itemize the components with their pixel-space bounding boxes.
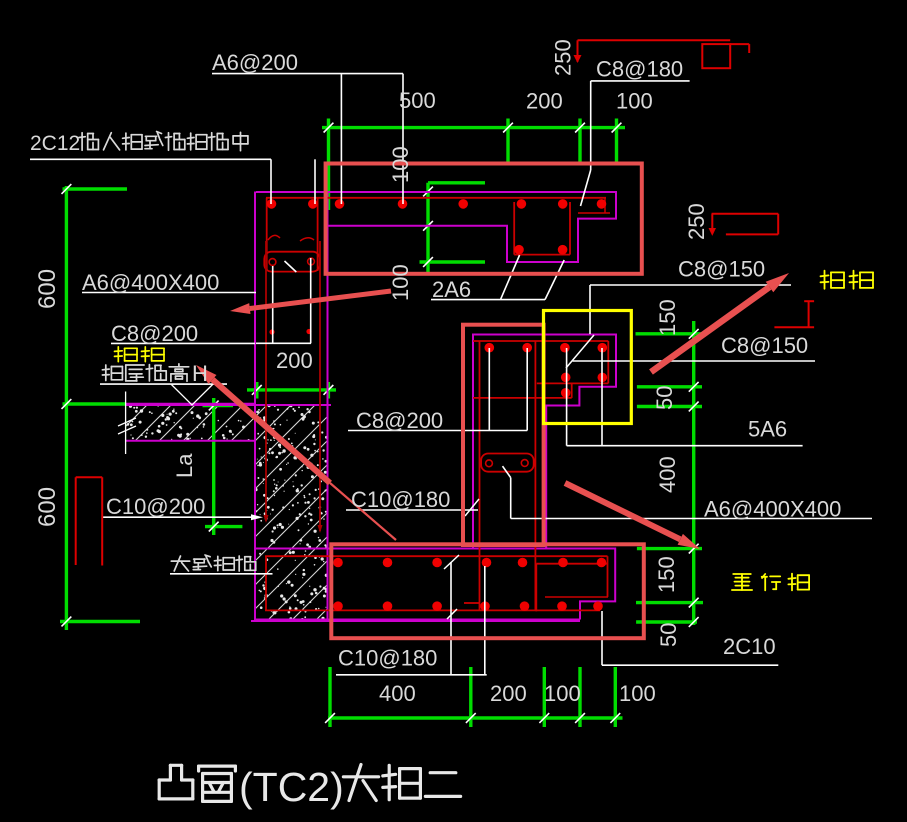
svg-text:C10@180: C10@180 xyxy=(351,487,450,512)
svg-text:600: 600 xyxy=(34,269,61,309)
svg-text:(TC2): (TC2) xyxy=(239,764,344,810)
svg-text:150: 150 xyxy=(655,299,680,336)
svg-text:C8@180: C8@180 xyxy=(596,57,683,82)
svg-text:2C10: 2C10 xyxy=(723,634,776,659)
svg-text:150: 150 xyxy=(654,556,679,593)
svg-text:C8@150: C8@150 xyxy=(721,333,808,358)
svg-text:2C12: 2C12 xyxy=(30,132,80,155)
svg-text:50: 50 xyxy=(652,386,677,410)
svg-text:400: 400 xyxy=(379,681,416,706)
svg-text:200: 200 xyxy=(526,89,563,114)
svg-text:100: 100 xyxy=(616,89,653,114)
svg-text:250: 250 xyxy=(551,39,576,76)
svg-text:200: 200 xyxy=(276,348,313,373)
svg-text:La: La xyxy=(172,453,197,478)
svg-text:600: 600 xyxy=(34,487,61,527)
svg-text:100: 100 xyxy=(544,681,581,706)
svg-text:100: 100 xyxy=(388,264,413,301)
svg-text:500: 500 xyxy=(399,88,436,113)
svg-text:C8@200: C8@200 xyxy=(356,408,443,433)
svg-text:250: 250 xyxy=(684,203,709,240)
svg-text:C8@200: C8@200 xyxy=(111,321,198,346)
svg-text:200: 200 xyxy=(490,681,527,706)
svg-text:A6@400X400: A6@400X400 xyxy=(704,497,841,522)
svg-text:C10@200: C10@200 xyxy=(106,494,205,519)
svg-text:100: 100 xyxy=(388,146,413,183)
svg-text:H: H xyxy=(192,361,208,386)
svg-text:100: 100 xyxy=(619,681,656,706)
svg-text:C10@180: C10@180 xyxy=(338,646,437,671)
svg-text:C8@150: C8@150 xyxy=(678,257,765,282)
svg-text:50: 50 xyxy=(656,623,681,647)
svg-text:5A6: 5A6 xyxy=(748,417,787,442)
svg-text:2A6: 2A6 xyxy=(432,277,471,302)
svg-text:A6@200: A6@200 xyxy=(212,50,298,75)
svg-text:A6@400X400: A6@400X400 xyxy=(82,270,219,295)
svg-text:400: 400 xyxy=(655,456,680,493)
